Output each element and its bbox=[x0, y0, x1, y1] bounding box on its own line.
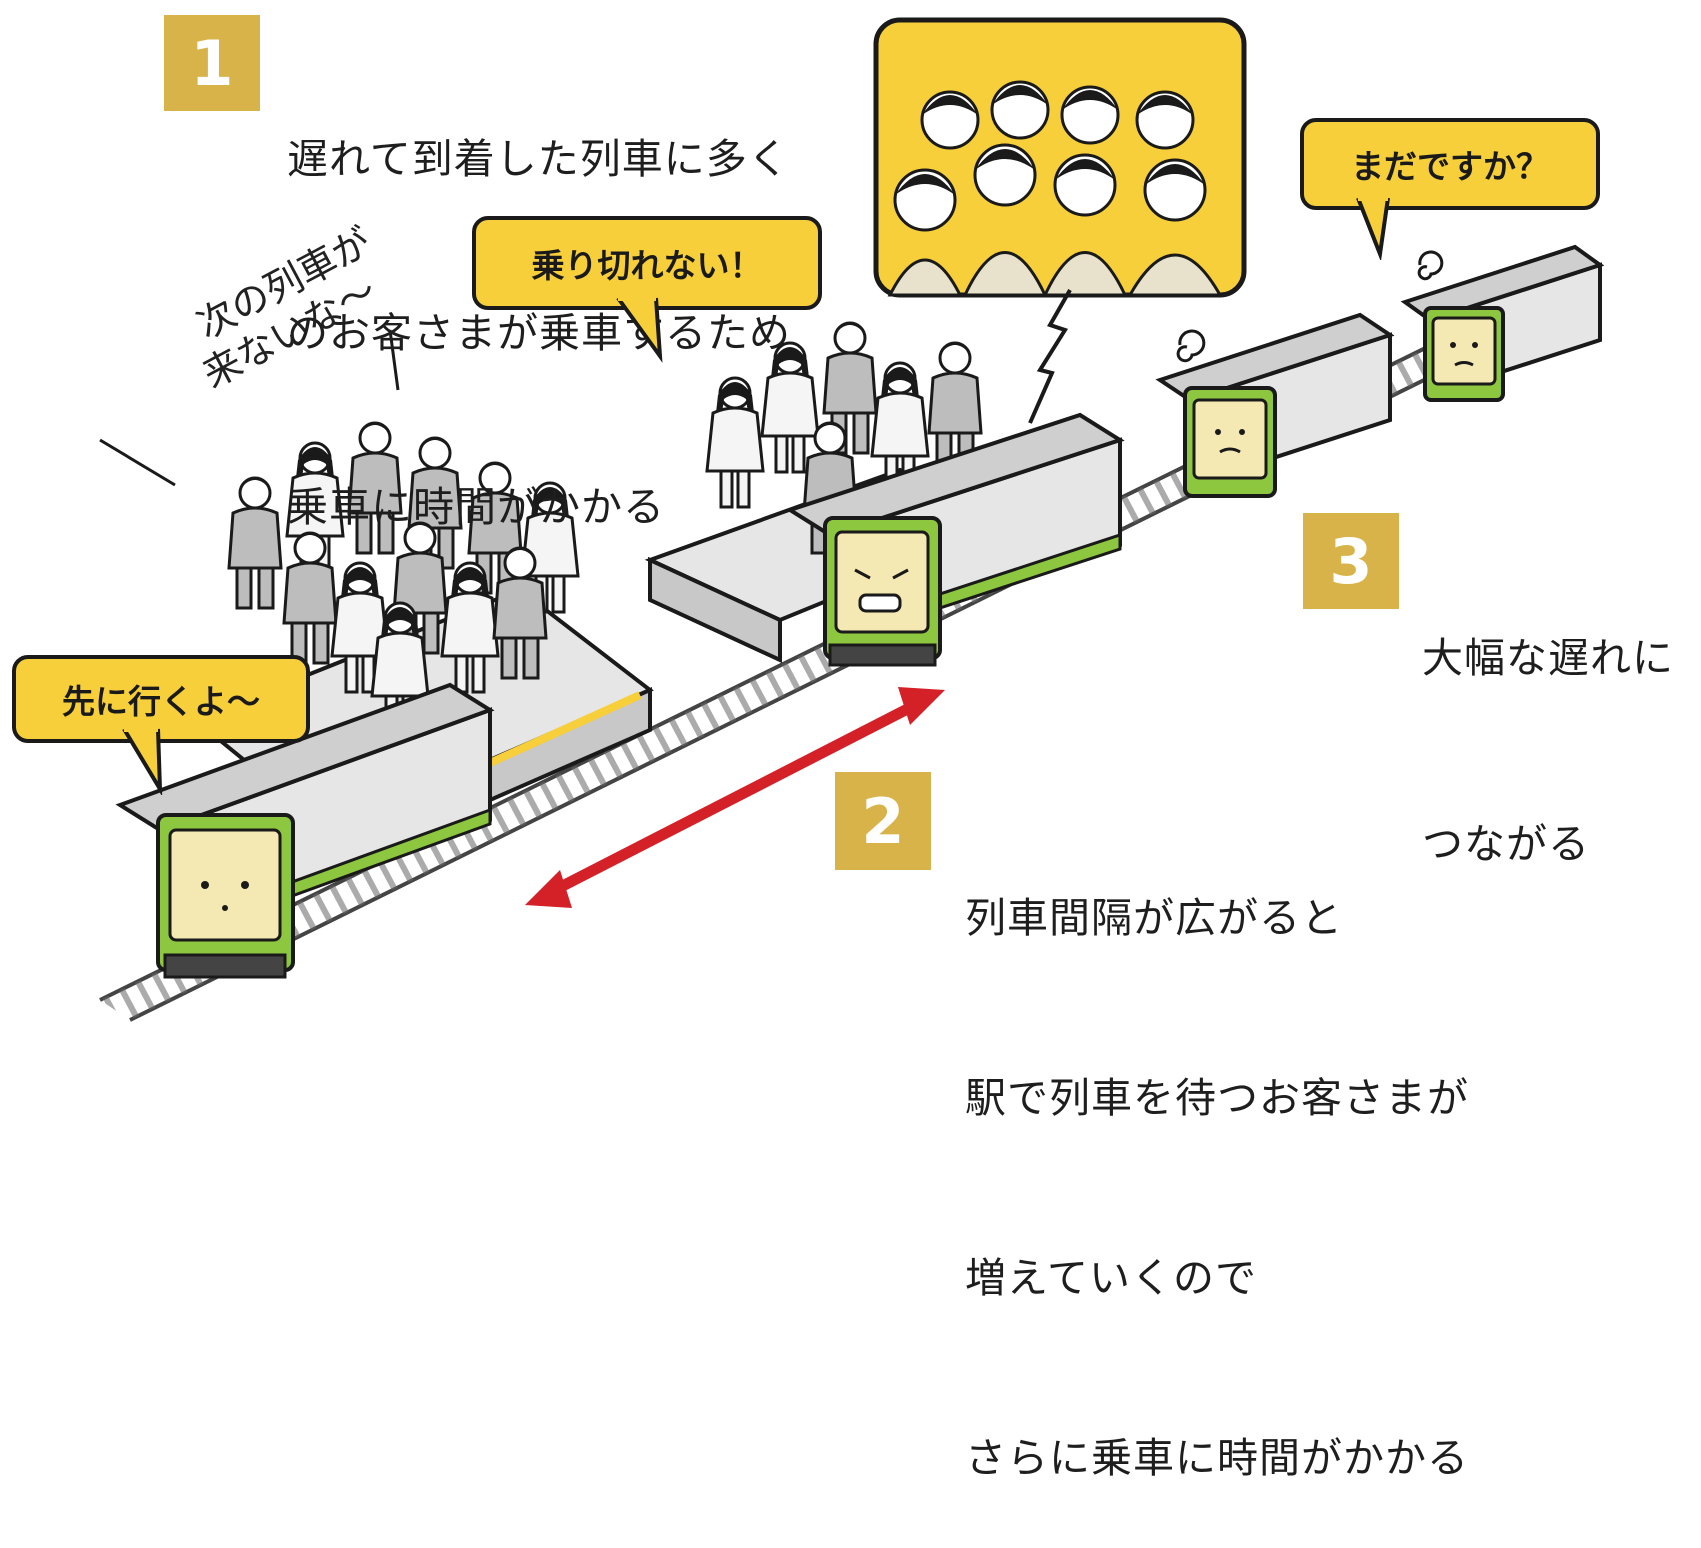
bubble-cant-board-tail bbox=[616, 295, 663, 363]
step-2-number: 2 bbox=[835, 772, 931, 870]
bubble-not-yet: まだですか？ bbox=[1300, 118, 1600, 210]
step-3-caption: 大幅な遅れに つながる bbox=[1422, 503, 1674, 937]
speech-lines bbox=[99, 329, 400, 487]
step-3-line-2: つながる bbox=[1422, 820, 1590, 868]
step-1-line-2: のお客さまが乗車するため bbox=[287, 309, 791, 357]
step-2-line-1: 列車間隔が広がると bbox=[965, 894, 1343, 942]
train-back-1 bbox=[1155, 312, 1395, 498]
step-3-number: 3 bbox=[1303, 513, 1399, 609]
step-2-line-2: 駅で列車を待つお客さまが bbox=[965, 1074, 1469, 1122]
bubble-cant-board: 乗り切れない！ bbox=[472, 216, 822, 310]
step-1-line-1: 遅れて到着した列車に多く bbox=[287, 135, 790, 183]
step-2-line-3: 増えていくので bbox=[965, 1254, 1257, 1302]
step-1-caption: 遅れて到着した列車に多く のお客さまが乗車するため 乗車に時間がかかる bbox=[287, 14, 791, 594]
crowded-car-inset bbox=[873, 17, 1247, 424]
train-back-2 bbox=[1400, 244, 1605, 402]
bubble-not-yet-tail bbox=[1356, 195, 1390, 260]
train-front bbox=[115, 682, 495, 979]
step-2-line-4: さらに乗車に時間がかかる bbox=[965, 1434, 1469, 1482]
step-1-line-3: 乗車に時間がかかる bbox=[287, 483, 665, 531]
bubble-go-first-tail bbox=[122, 726, 163, 795]
step-3-line-1: 大幅な遅れに bbox=[1422, 634, 1674, 682]
step-1-number: 1 bbox=[164, 15, 260, 111]
bubble-go-first: 先に行くよ～ bbox=[12, 655, 310, 743]
dizzy-icon bbox=[1176, 250, 1444, 363]
illustration bbox=[99, 17, 1605, 1022]
interval-arrow bbox=[525, 687, 945, 908]
train-middle bbox=[785, 412, 1125, 667]
step-2-caption: 列車間隔が広がると 駅で列車を待つお客さまが 増えていくので さらに乗車に時間が… bbox=[965, 768, 1469, 1548]
